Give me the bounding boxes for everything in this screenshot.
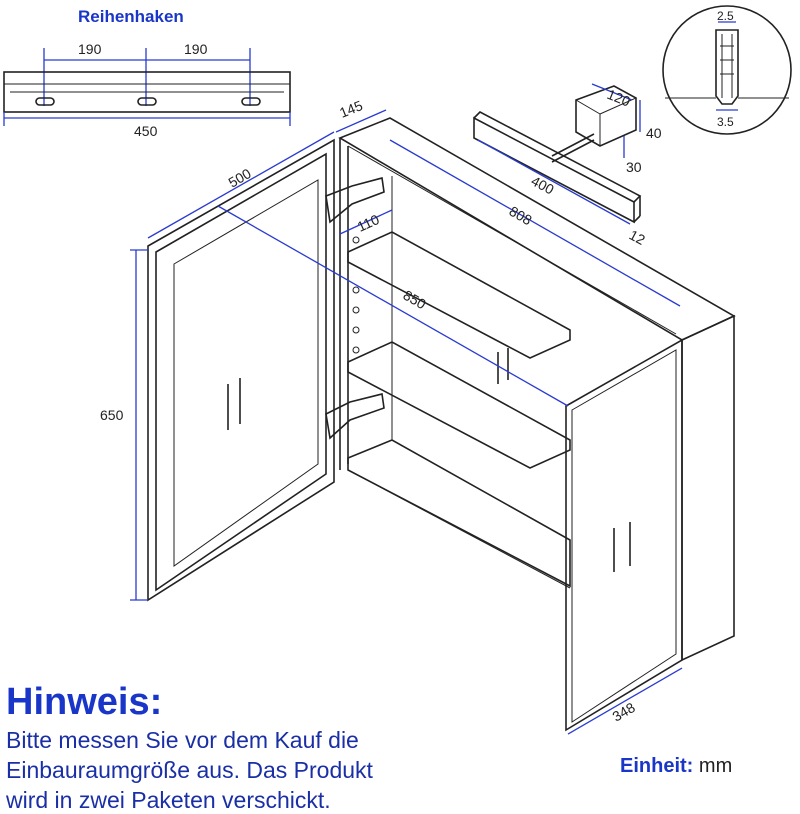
note-title: Hinweis: bbox=[6, 681, 163, 723]
detail-circle bbox=[662, 5, 792, 135]
right-door bbox=[565, 338, 683, 732]
lamp-arm bbox=[551, 133, 595, 157]
dim-line bbox=[591, 83, 633, 101]
unit-caption: Einheit: mm bbox=[620, 755, 732, 778]
hinge-hole bbox=[352, 346, 360, 354]
cabinet-bottom-edge bbox=[347, 469, 571, 589]
lamp-drawing: 120 40 30 400 12 bbox=[473, 83, 662, 249]
lamp-height-label: 40 bbox=[646, 125, 662, 141]
dim-line bbox=[567, 667, 683, 735]
hinge-top bbox=[325, 176, 385, 224]
spacing-right-label: 190 bbox=[184, 41, 208, 57]
dim-line bbox=[477, 139, 631, 225]
lamp-base-label: 30 bbox=[626, 159, 642, 175]
lamp-mount bbox=[575, 85, 637, 147]
hinge-hole bbox=[352, 286, 360, 294]
lamp-bar-label: 12 bbox=[627, 227, 648, 249]
note-line-1: Bitte messen Sie vor dem Kauf die bbox=[6, 727, 359, 753]
hook-rail-title: Reihenhaken bbox=[78, 7, 184, 26]
detail-top-label: 2.5 bbox=[717, 9, 734, 23]
note-line-3: wird in zwei Paketen verschickt. bbox=[6, 787, 331, 813]
dim-line bbox=[217, 205, 569, 407]
height-label: 650 bbox=[100, 407, 124, 423]
spacing-left-label: 190 bbox=[78, 41, 102, 57]
rail-length-label: 450 bbox=[134, 123, 158, 139]
lamp-bar-edge bbox=[633, 215, 641, 223]
left-door bbox=[147, 138, 335, 602]
depth-top-label: 145 bbox=[337, 97, 365, 121]
rail-slot bbox=[35, 97, 55, 106]
lamp-mount-edge bbox=[599, 97, 637, 115]
unit-value: mm bbox=[698, 755, 733, 777]
hook-rail-drawing: Reihenhaken 190 190 450 bbox=[3, 7, 291, 139]
cabinet-top-inner bbox=[347, 145, 677, 335]
dim-line bbox=[335, 109, 387, 133]
cabinet-bottom bbox=[347, 439, 571, 588]
anchor-plug bbox=[715, 29, 739, 105]
unit-label: Einheit: bbox=[620, 755, 694, 777]
detail-bottom-label: 3.5 bbox=[717, 115, 734, 129]
note-line-2: Einbauraumgröße aus. Das Produkt bbox=[6, 757, 373, 783]
lamp-bar-top bbox=[473, 111, 642, 203]
rail-slot bbox=[241, 97, 261, 106]
hinge-hole bbox=[352, 236, 360, 244]
rail-slot bbox=[137, 97, 157, 106]
cabinet-drawing: 145 500 110 808 850 650 348 bbox=[100, 97, 736, 735]
lamp-arm bbox=[551, 139, 595, 163]
left-door-mirror bbox=[173, 179, 319, 567]
lamp-mount-edge bbox=[575, 99, 601, 115]
hinge-bottom bbox=[325, 393, 385, 440]
dim-line bbox=[389, 139, 681, 307]
lamp-bar bbox=[473, 116, 635, 224]
cabinet-side bbox=[681, 314, 735, 662]
shelf-lower bbox=[347, 341, 571, 469]
rail-body bbox=[3, 71, 291, 113]
detail-zoom: 2.5 3.5 bbox=[662, 5, 792, 135]
lamp-depth-label: 120 bbox=[605, 86, 633, 110]
inner-width-label: 850 bbox=[401, 287, 429, 313]
hinge-hole bbox=[352, 326, 360, 334]
dim-line bbox=[147, 131, 335, 239]
side-depth-label: 348 bbox=[610, 699, 638, 725]
total-width-label: 808 bbox=[507, 203, 535, 229]
door-width-label: 500 bbox=[226, 165, 254, 191]
right-door-inner bbox=[571, 349, 677, 723]
left-door-frame bbox=[155, 152, 327, 592]
lamp-length-label: 400 bbox=[529, 173, 557, 198]
dim-line bbox=[339, 209, 393, 235]
shelf-upper bbox=[347, 231, 571, 359]
hinge-hole bbox=[352, 306, 360, 314]
hinge-offset-label: 110 bbox=[355, 211, 382, 235]
